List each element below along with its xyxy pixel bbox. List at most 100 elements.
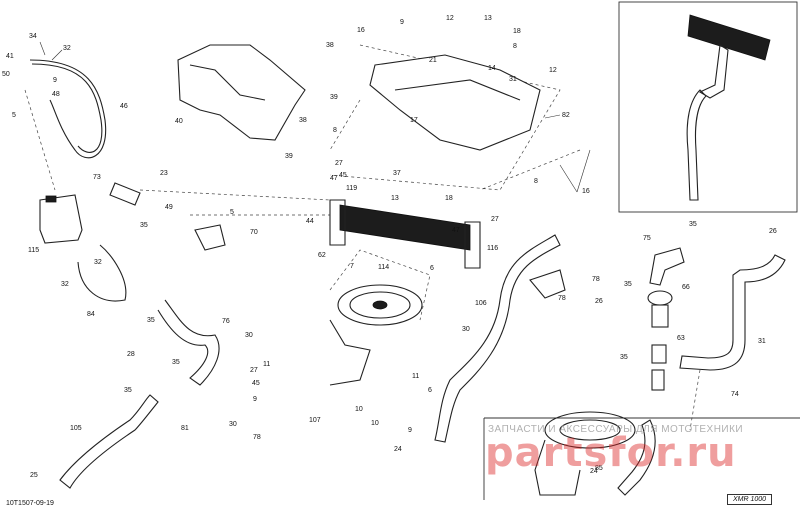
callout-47b: 47 bbox=[452, 227, 460, 234]
callout-8c: 8 bbox=[534, 178, 538, 185]
callout-26b: 26 bbox=[595, 298, 603, 305]
callout-5b: 5 bbox=[230, 209, 234, 216]
callout-84: 84 bbox=[87, 311, 95, 318]
callout-48: 48 bbox=[52, 91, 60, 98]
callout-21: 21 bbox=[429, 57, 437, 64]
callout-119: 119 bbox=[346, 185, 357, 192]
callout-8b: 8 bbox=[333, 127, 337, 134]
callout-35g: 35 bbox=[620, 354, 628, 361]
callout-32b: 32 bbox=[94, 259, 102, 266]
callout-76: 76 bbox=[222, 318, 230, 325]
callout-13b: 13 bbox=[391, 195, 399, 202]
callout-106: 106 bbox=[475, 300, 487, 307]
callout-24: 24 bbox=[394, 446, 402, 453]
coolant-tank-part-40 bbox=[177, 44, 306, 141]
callout-31: 31 bbox=[509, 76, 517, 83]
hose-part-74 bbox=[679, 254, 786, 371]
model-tag: XMR 1000 bbox=[727, 494, 773, 505]
callout-8: 8 bbox=[513, 43, 517, 50]
document-code: 10T1507-09-19 bbox=[6, 500, 54, 507]
callout-81: 81 bbox=[181, 425, 189, 432]
callout-10b: 10 bbox=[371, 420, 379, 427]
callout-37: 37 bbox=[393, 170, 401, 177]
hose-part-84 bbox=[77, 244, 127, 302]
callout-24b: 24 bbox=[590, 468, 598, 475]
callout-28: 28 bbox=[127, 351, 135, 358]
callout-32c: 32 bbox=[61, 281, 69, 288]
callout-115: 115 bbox=[28, 247, 39, 254]
callout-63: 63 bbox=[677, 335, 685, 342]
callout-16: 16 bbox=[357, 27, 365, 34]
callout-70: 70 bbox=[250, 229, 258, 236]
callout-17: 17 bbox=[410, 117, 418, 124]
callout-49: 49 bbox=[165, 204, 173, 211]
callout-38: 38 bbox=[326, 42, 334, 49]
callout-6b: 6 bbox=[428, 387, 432, 394]
callout-7: 7 bbox=[350, 263, 354, 270]
callout-35b: 35 bbox=[147, 317, 155, 324]
thermostat-part-66 bbox=[647, 290, 673, 391]
callout-11: 11 bbox=[263, 361, 270, 368]
callout-78b: 78 bbox=[253, 434, 261, 441]
radiator-core-part-82 bbox=[329, 199, 481, 269]
callout-66: 66 bbox=[682, 284, 690, 291]
fan-wire-harness bbox=[329, 319, 371, 386]
callout-105: 105 bbox=[70, 425, 82, 432]
callout-38b: 38 bbox=[299, 117, 307, 124]
callout-12: 12 bbox=[446, 15, 454, 22]
callout-11b: 11 bbox=[412, 373, 419, 380]
callout-78c: 78 bbox=[592, 276, 600, 283]
callout-10: 10 bbox=[355, 406, 363, 413]
callout-45: 45 bbox=[339, 172, 347, 179]
callout-18: 18 bbox=[513, 28, 521, 35]
inset-radiator-view bbox=[686, 14, 771, 201]
callout-50: 50 bbox=[2, 71, 10, 78]
callout-26: 26 bbox=[769, 228, 777, 235]
leader-lines bbox=[39, 41, 591, 193]
callout-116: 116 bbox=[487, 245, 498, 252]
inset-frame-top bbox=[618, 1, 798, 213]
callout-39: 39 bbox=[330, 94, 338, 101]
callout-18b: 18 bbox=[445, 195, 453, 202]
callout-32: 32 bbox=[63, 45, 71, 52]
callout-85: 85 bbox=[595, 465, 603, 472]
hose-part-76 bbox=[157, 299, 220, 386]
callout-6: 6 bbox=[430, 265, 434, 272]
hose-part-73 bbox=[109, 182, 141, 206]
callout-34: 34 bbox=[29, 33, 37, 40]
watermark-logo: partsfor.ru bbox=[485, 430, 737, 476]
tank-ridge-line bbox=[189, 64, 266, 101]
callout-114: 114 bbox=[378, 264, 389, 271]
callout-9b: 9 bbox=[400, 19, 404, 26]
callout-41: 41 bbox=[6, 53, 14, 60]
callout-30b: 30 bbox=[229, 421, 237, 428]
hose-part-78 bbox=[529, 269, 566, 299]
callout-47: 47 bbox=[330, 175, 338, 182]
callout-46: 46 bbox=[120, 103, 128, 110]
callout-78: 78 bbox=[558, 295, 566, 302]
callout-9d: 9 bbox=[408, 427, 412, 434]
callout-40: 40 bbox=[175, 118, 183, 125]
callout-14: 14 bbox=[488, 65, 496, 72]
cooling-fan-part-107 bbox=[337, 284, 423, 326]
callout-75: 75 bbox=[643, 235, 651, 242]
callout-35e: 35 bbox=[689, 221, 697, 228]
tank-cap bbox=[45, 195, 57, 203]
callout-5: 5 bbox=[12, 112, 16, 119]
thermostat-housing-part-70 bbox=[194, 224, 226, 251]
hose-part-106 bbox=[434, 234, 561, 443]
hose-part-46 bbox=[29, 59, 107, 159]
callout-62: 62 bbox=[318, 252, 326, 259]
callout-27: 27 bbox=[335, 160, 343, 167]
callout-labels: 34 41 32 50 9 48 5 46 40 38 39 38 39 16 … bbox=[2, 15, 777, 479]
callout-39b: 39 bbox=[285, 153, 293, 160]
inset-frame-bottom bbox=[483, 417, 800, 500]
callout-107: 107 bbox=[309, 417, 321, 424]
callout-9c: 9 bbox=[253, 396, 257, 403]
callout-16b: 16 bbox=[582, 188, 590, 195]
callout-23: 23 bbox=[160, 170, 168, 177]
callout-74: 74 bbox=[731, 391, 739, 398]
callout-25: 25 bbox=[30, 472, 38, 479]
